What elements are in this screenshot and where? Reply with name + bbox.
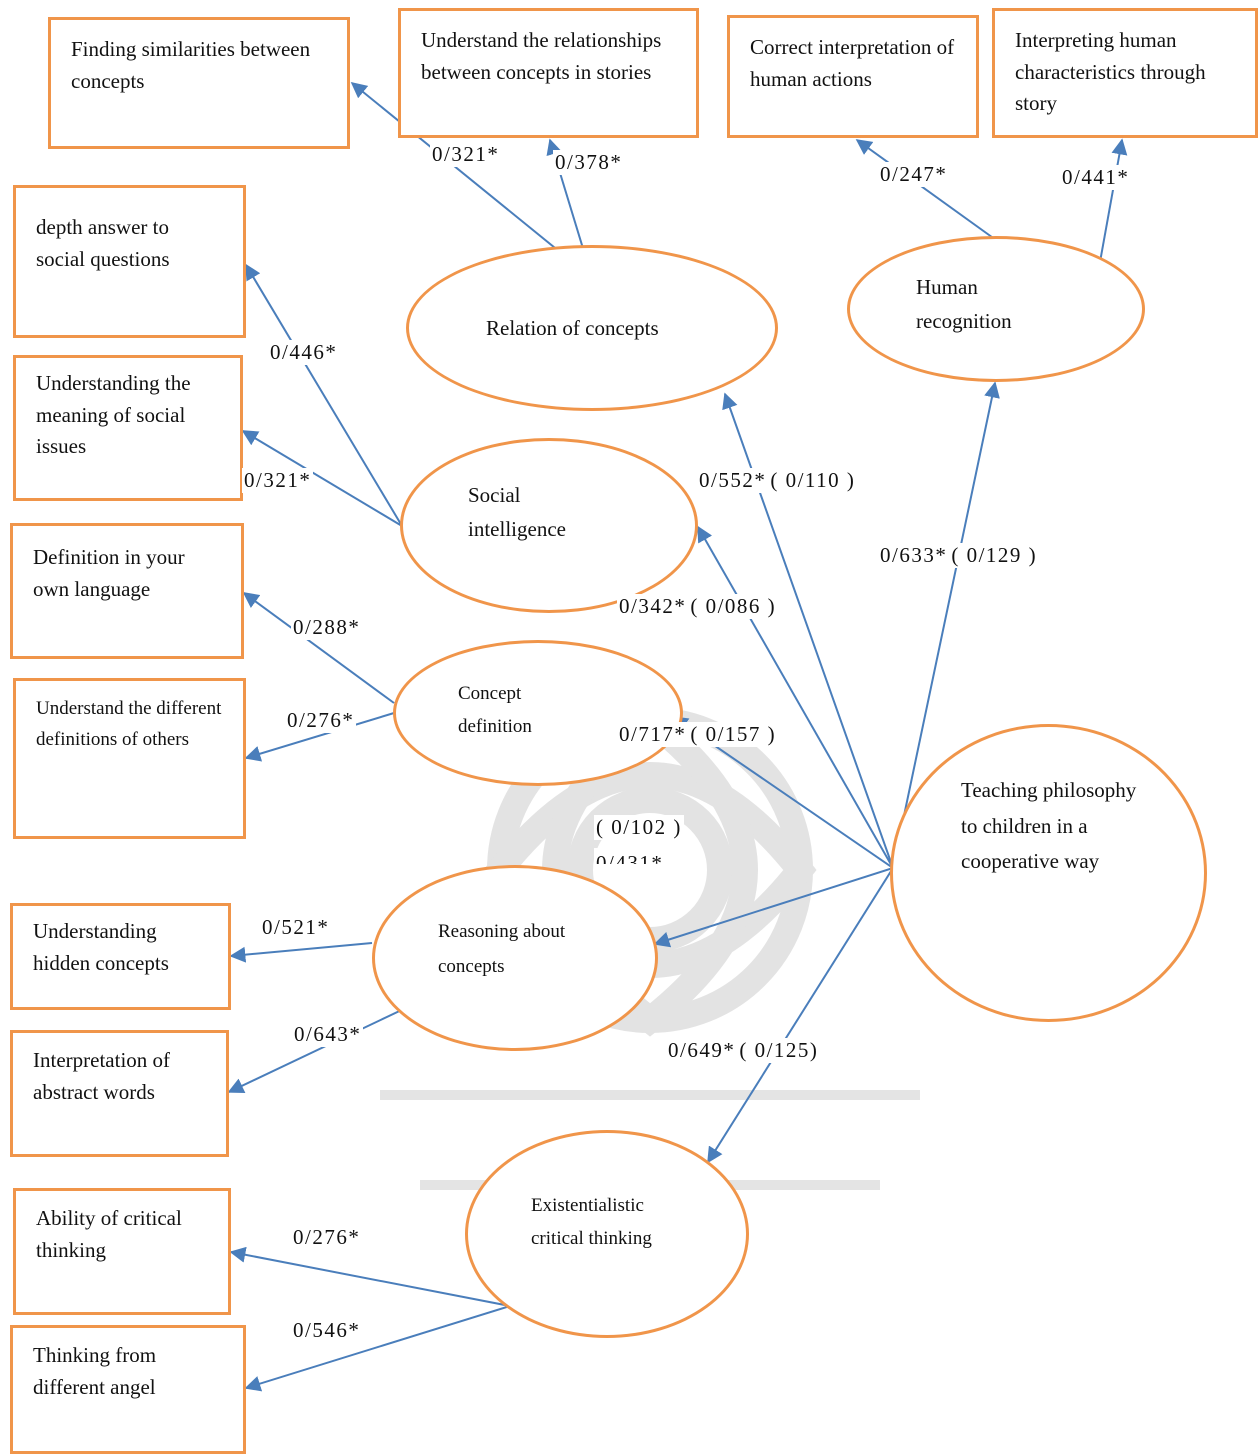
construct-label: Reasoning about concepts — [438, 921, 566, 978]
indicator-critical: Ability of critical thinking — [13, 1188, 231, 1315]
path-coefficient: 0/717* — [619, 722, 687, 746]
arrow-root-reasoning — [653, 867, 894, 948]
path-coefficient: 0/633* — [880, 543, 948, 567]
path-reasoning-coef: 0/431* — [594, 848, 666, 864]
construct-reasoning-about-concepts: Reasoning about concepts — [372, 865, 658, 1051]
construct-label: Social intelligence — [468, 483, 566, 541]
arrow-root-existential — [707, 867, 894, 1164]
indicator-different: Understand the different definitions of … — [13, 678, 246, 839]
indicator-label: Understanding the meaning of social issu… — [36, 371, 191, 458]
loading-similarities: 0/321* — [430, 142, 502, 167]
loading-angel: 0/546* — [291, 1318, 363, 1343]
indicator-label: Interpretation of abstract words — [33, 1048, 171, 1104]
path-standard-error: ( 0/086 ) — [690, 594, 777, 618]
indicator-label: Finding similarities between concepts — [71, 37, 311, 93]
indicator-definition: Definition in your own language — [10, 523, 244, 659]
construct-label: Human recognition — [916, 275, 1012, 333]
construct-social-intelligence: Social intelligence — [400, 438, 698, 613]
indicator-label: Understand the different definitions of … — [36, 698, 222, 751]
arrow-human-characteristics — [1099, 138, 1128, 263]
arrow-reasoning-hidden — [229, 942, 373, 963]
path-coefficient: 0/342* — [619, 594, 687, 618]
indicator-label: Interpreting human characteristics throu… — [1015, 28, 1206, 115]
path-standard-error: ( 0/110 ) — [770, 468, 856, 492]
path-coefficient: 0/552* — [699, 468, 767, 492]
arrow-reasoning-abstract — [227, 1005, 411, 1094]
construct-label: Existentialistic critical thinking — [531, 1195, 652, 1250]
root-label: Teaching philosophy to children in a coo… — [961, 778, 1137, 874]
indicator-actions: Correct interpretation of human actions — [727, 15, 979, 138]
arrow-relation-similarities — [350, 81, 593, 279]
indicator-characteristics: Interpreting human characteristics throu… — [992, 8, 1258, 138]
loading-hidden: 0/521* — [260, 915, 332, 940]
path-concept: 0/717*( 0/157 ) — [617, 722, 779, 747]
indicator-similarities: Finding similarities between concepts — [48, 17, 350, 149]
indicator-label: Definition in your own language — [33, 545, 185, 601]
indicator-abstract: Interpretation of abstract words — [10, 1030, 229, 1157]
loading-abstract: 0/643* — [292, 1022, 364, 1047]
arrow-concept-different — [244, 712, 395, 762]
loading-characteristics: 0/441* — [1060, 165, 1132, 190]
arrow-existential-critical — [229, 1246, 511, 1307]
construct-relation-of-concepts: Relation of concepts — [406, 245, 778, 411]
construct-label: Concept definition — [458, 683, 532, 738]
path-social: 0/342*( 0/086 ) — [617, 594, 779, 619]
loading-different: 0/276* — [285, 708, 357, 733]
construct-existentialistic-critical-thinking: Existentialistic critical thinking — [465, 1130, 749, 1338]
loading-meaning: 0/321* — [242, 468, 314, 493]
arrow-social-depth — [245, 263, 403, 527]
construct-human-recognition: Human recognition — [847, 236, 1145, 382]
indicator-depth: depth answer to social questions — [13, 185, 246, 338]
arrow-existential-angel — [244, 1305, 511, 1392]
root-teaching-philosophy: Teaching philosophy to children in a coo… — [890, 724, 1207, 1022]
loading-actions: 0/247* — [878, 162, 950, 187]
arrow-concept-definition — [242, 592, 395, 704]
indicator-label: Understand the relationships between con… — [421, 28, 662, 84]
arrow-root-social — [697, 525, 894, 869]
indicator-label: Thinking from different angel — [33, 1343, 157, 1399]
indicator-relationships: Understand the relationships between con… — [398, 8, 699, 138]
loading-definition: 0/288* — [291, 615, 363, 640]
path-relation: 0/552*( 0/110 ) — [697, 468, 858, 493]
arrow-root-relation — [722, 392, 894, 869]
loading-relationships: 0/378* — [553, 150, 625, 175]
path-standard-error: ( 0/129 ) — [951, 543, 1038, 567]
loading-depth: 0/446* — [268, 340, 340, 365]
loading-critical: 0/276* — [291, 1225, 363, 1250]
arrow-root-human — [892, 381, 1000, 869]
indicator-label: Understanding hidden concepts — [33, 919, 169, 975]
indicator-hidden: Understanding hidden concepts — [10, 903, 231, 1010]
indicator-label: Ability of critical thinking — [36, 1206, 182, 1262]
construct-label: Relation of concepts — [486, 316, 659, 340]
path-reasoning-se: ( 0/102 ) — [594, 815, 684, 840]
path-coefficient: 0/649* — [668, 1038, 736, 1062]
indicator-label: Correct interpretation of human actions — [750, 35, 955, 91]
indicator-label: depth answer to social questions — [36, 215, 170, 271]
arrow-human-actions — [855, 139, 997, 241]
indicator-meaning: Understanding the meaning of social issu… — [13, 355, 243, 501]
path-standard-error: ( 0/125) — [739, 1038, 819, 1062]
arrow-social-meaning — [241, 430, 403, 527]
path-existential: 0/649*( 0/125) — [666, 1038, 821, 1063]
indicator-angel: Thinking from different angel — [10, 1325, 246, 1454]
construct-concept-definition: Concept definition — [393, 640, 683, 786]
path-standard-error: ( 0/157 ) — [690, 722, 777, 746]
path-human: 0/633*( 0/129 ) — [878, 543, 1040, 568]
